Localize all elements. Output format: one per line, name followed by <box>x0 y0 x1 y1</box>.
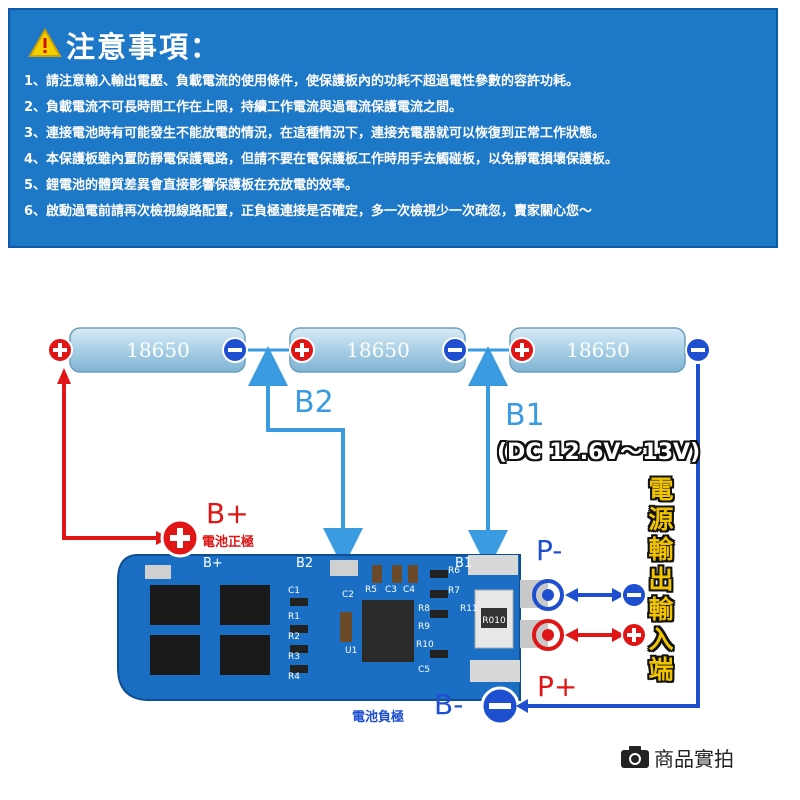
pcb-c4-label: C4 <box>403 585 416 595</box>
bplus-wire-arrow-up <box>57 368 71 384</box>
bminus-wire-arrow <box>516 699 528 713</box>
pcb-r4-label: R4 <box>288 672 300 682</box>
pcb-u1-label: U1 <box>345 646 358 656</box>
battery-positive-label: 電池正極 <box>202 535 255 550</box>
power-positive-icon <box>621 622 647 648</box>
pcb-r8-label: R8 <box>418 604 430 614</box>
bplus-pad-icon <box>160 518 200 558</box>
cell-3-negative-icon <box>685 337 711 363</box>
pcb-b1-label: B1 <box>455 556 473 571</box>
pcb-r6-label: R6 <box>448 566 460 576</box>
camera-icon <box>621 746 649 768</box>
cell-3-positive-icon <box>509 337 535 363</box>
notice-item-2: 2、負載電流不可長時間工作在上限，持續工作電流與過電流保護電流之間。 <box>24 100 463 115</box>
pcb-c3-label: C3 <box>385 585 398 595</box>
pcb-b2-label: B2 <box>296 556 314 571</box>
pplus-terminal-icon <box>532 619 564 651</box>
voltage-range-label: (DC 12.6V～13V) <box>497 440 701 465</box>
pcb-r1-label: R1 <box>288 612 300 622</box>
bminus-pad-icon <box>480 686 520 726</box>
notice-item-5: 5、鋰電池的體質差異會直接影響保護板在充放電的效率。 <box>24 178 359 193</box>
pminus-arrow-left <box>565 588 578 602</box>
power-io-label: 電源輸出輸入端 <box>648 475 674 684</box>
cell-1-negative-icon <box>222 337 248 363</box>
cell-2-negative-icon <box>442 337 468 363</box>
protection-board <box>117 554 548 701</box>
pcb-r5-label: R5 <box>365 585 377 595</box>
battery-cell-2-label: 18650 <box>346 338 410 362</box>
cell-1-positive-icon <box>47 337 73 363</box>
notice-title: 注意事項： <box>66 30 222 64</box>
bplus-label: B+ <box>206 497 249 530</box>
warning-icon <box>28 28 62 57</box>
notice-item-1: 1、請注意輸入輸出電壓、負載電流的使用條件，使保護板內的功耗不超過電性參數的容許… <box>24 74 580 89</box>
real-photo-text: 商品實拍 <box>654 746 734 771</box>
pcb-r2-label: R2 <box>288 632 300 642</box>
battery-cell-1-label: 18650 <box>126 338 190 362</box>
pcb-pminus-label: P- <box>523 560 535 574</box>
bminus-wire <box>520 364 700 708</box>
pminus-arrow-right <box>612 588 625 602</box>
pminus-terminal-icon <box>532 579 564 611</box>
pcb-c1-label: C1 <box>288 586 301 596</box>
pcb-c2-label: C2 <box>342 590 355 600</box>
bminus-label: B- <box>434 688 464 721</box>
pcb-r10-label: R10 <box>416 640 434 650</box>
bplus-wire <box>62 380 160 540</box>
pplus-arrow-left <box>565 628 578 642</box>
battery-negative-label: 電池負極 <box>352 710 405 725</box>
notice-panel: 注意事項： 1、請注意輸入輸出電壓、負載電流的使用條件，使保護板內的功耗不超過電… <box>8 8 778 248</box>
pminus-label: P- <box>536 534 563 567</box>
pcb-ic-marking-shunt: R010 <box>482 616 506 626</box>
pcb-r9-label: R9 <box>418 622 430 632</box>
notice-item-6: 6、啟動過電前請再次檢視線路配置，正負極連接是否確定，多一次檢視少一次疏忽，賣家… <box>24 204 593 219</box>
notice-item-3: 3、連接電池時有可能發生不能放電的情況，在這種情況下，連接充電器就可以恢復到正常… <box>24 126 606 141</box>
pcb-pplus-label: P+ <box>523 653 541 667</box>
battery-cell-3-label: 18650 <box>566 338 630 362</box>
pcb-r7-label: R7 <box>448 586 460 596</box>
b2-label: B2 <box>294 385 334 420</box>
b1-label: B1 <box>505 398 545 433</box>
power-negative-icon <box>621 582 647 608</box>
pcb-c5-label: C5 <box>418 665 431 675</box>
real-photo-tag: 商品實拍 <box>620 742 734 772</box>
cell-2-positive-icon <box>289 337 315 363</box>
notice-item-4: 4、本保護板雖內置防靜電保護電路，但請不要在電保護板工作時用手去觸碰板，以免靜電… <box>24 152 619 167</box>
pplus-arrow-right <box>612 628 625 642</box>
pcb-bplus-label: B+ <box>203 556 223 571</box>
pcb-r11-label: R11 <box>460 604 478 614</box>
pplus-label: P+ <box>537 670 578 703</box>
pcb-r3-label: R3 <box>288 652 300 662</box>
